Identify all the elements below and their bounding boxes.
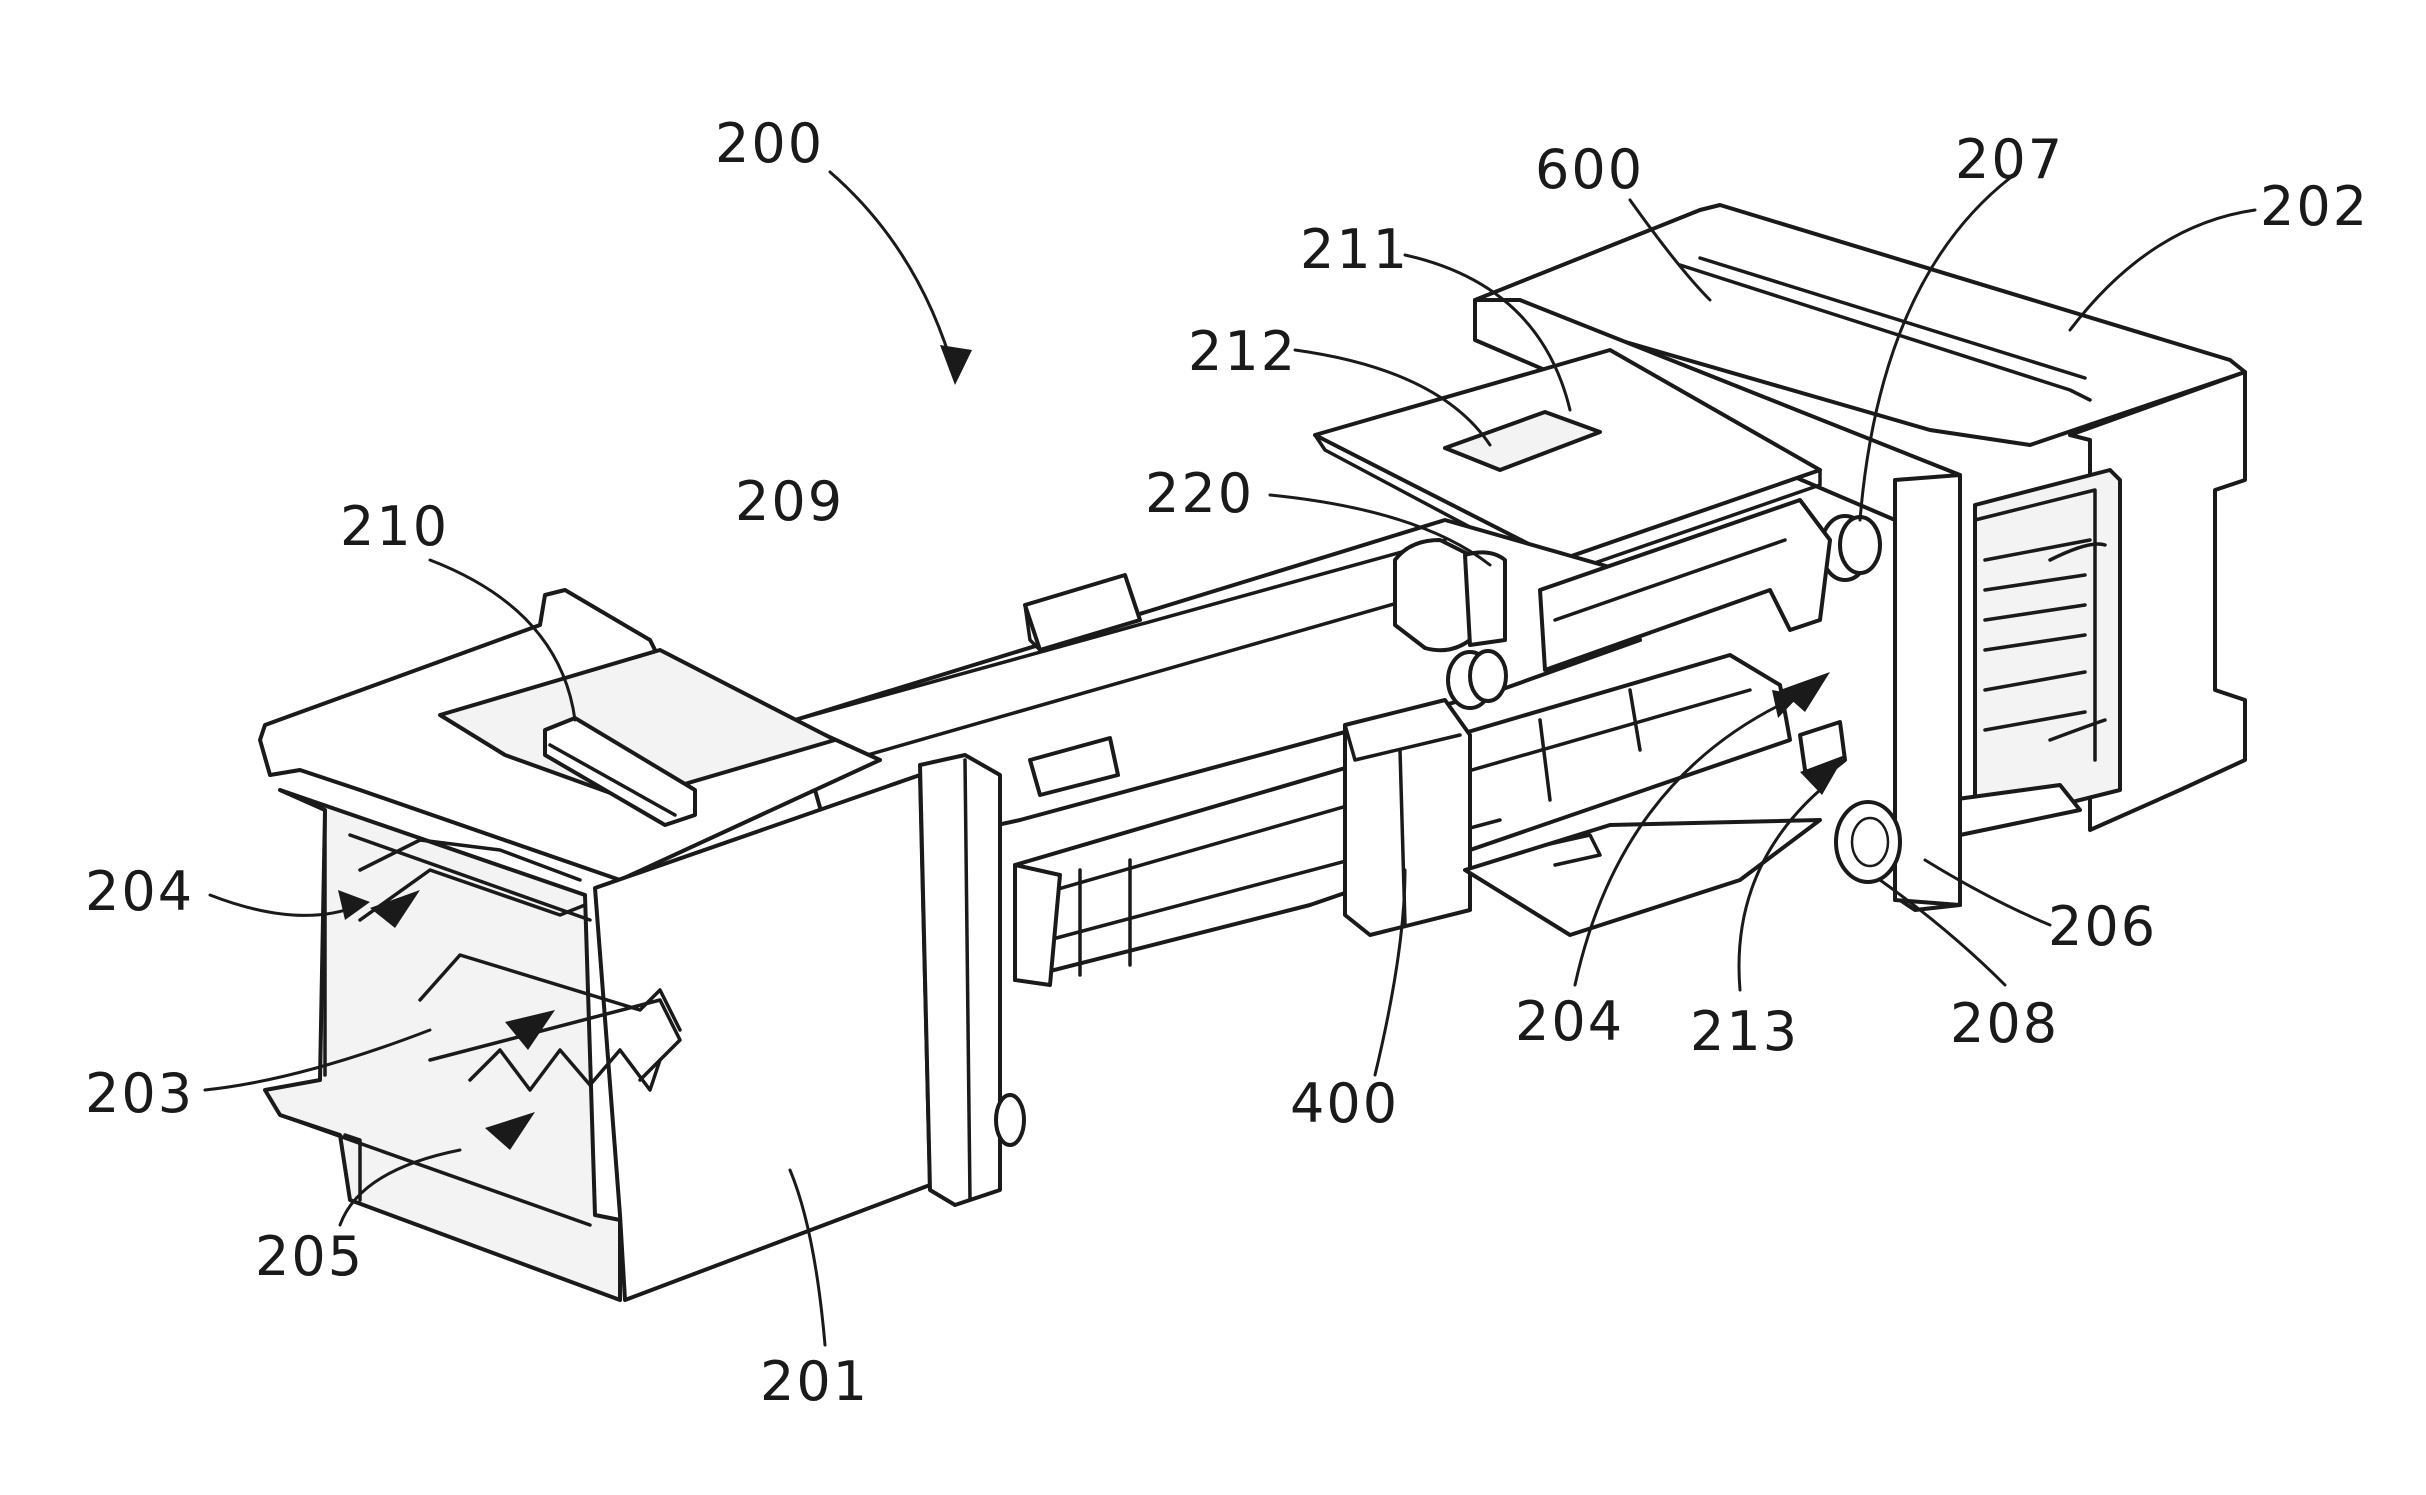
ref-209: 209 xyxy=(735,470,844,533)
ref-212: 212 xyxy=(1188,320,1297,383)
ref-200: 200 xyxy=(715,112,824,175)
ref-208: 208 xyxy=(1950,992,2059,1055)
ref-207: 207 xyxy=(1955,128,2064,191)
ref-201: 201 xyxy=(760,1350,869,1413)
ref-213: 213 xyxy=(1690,1000,1799,1063)
ref-206: 206 xyxy=(2048,895,2157,958)
ref-600: 600 xyxy=(1535,138,1644,201)
ref-211: 211 xyxy=(1300,218,1409,281)
ref-205: 205 xyxy=(255,1225,364,1288)
ref-202: 202 xyxy=(2260,175,2369,238)
ref-203: 203 xyxy=(85,1062,194,1125)
ref-204-left: 204 xyxy=(85,860,194,923)
ref-210: 210 xyxy=(340,495,449,558)
ref-220: 220 xyxy=(1145,462,1254,525)
ref-400: 400 xyxy=(1290,1072,1399,1135)
ref-204-right: 204 xyxy=(1515,990,1624,1053)
